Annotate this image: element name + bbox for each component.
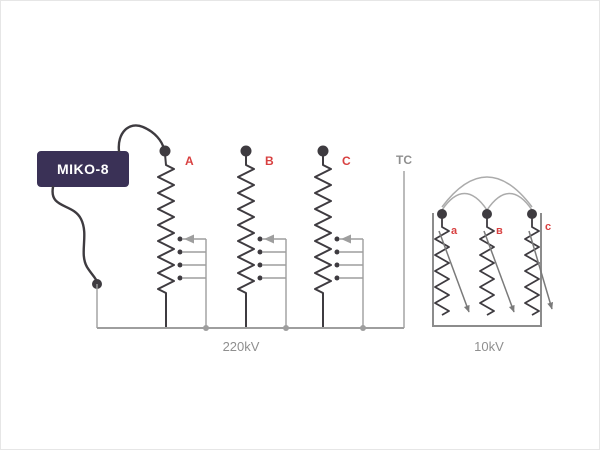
tap-dot [177,249,183,255]
terminal-c-dot [317,145,329,157]
measurement-cable-to-phase-a [117,124,166,153]
tap-dot [177,236,183,242]
terminal-a-dot [159,145,171,157]
probe-arrow-a [438,230,470,313]
coil-phase-a [157,153,175,328]
connection-arc-b-c [486,192,533,211]
bus-junction-dot [283,325,289,331]
lv-phase-c-label: c [545,221,551,233]
tap-dot [257,275,263,281]
lv-phase-a-label: a [451,225,458,237]
bus-junction-dot [203,325,209,331]
phase-c-label: C [342,154,351,168]
tap-dot [177,262,183,268]
tap-selector-b [257,234,287,328]
lv-phase-b-label: в [496,225,503,237]
lv-terminal-a-dot [437,209,447,219]
miko8-device-box [37,151,129,187]
lv-winding-c [524,217,540,316]
probe-arrow-b [483,230,515,313]
miko8-device-label: MIKO-8 [57,161,109,177]
lv-winding-a [434,217,450,316]
probe-arrow-c [528,230,554,310]
tap-dot [257,236,263,242]
coil-phase-b [237,154,255,328]
tap-arrow-icon [341,234,351,244]
measurement-cable-to-ground [51,185,99,284]
tap-dot [334,236,340,242]
tap-arrow-icon [184,234,194,244]
transformer-tc-label: TC [396,153,412,167]
tap-selector-c [334,234,364,328]
terminal-b-dot [240,145,252,157]
transformer: TC a в c 10kV [396,153,554,354]
miko8-device: MIKO-8 [37,151,129,187]
tap-dot [177,275,183,281]
hv-voltage-label: 220kV [223,339,260,354]
tap-arrow-icon [264,234,274,244]
lv-voltage-label: 10kV [474,339,504,354]
connection-arc-a-c [441,176,533,208]
tap-dot [334,275,340,281]
tap-dot [334,249,340,255]
lv-terminal-b-dot [482,209,492,219]
phase-b-label: B [265,154,274,168]
transformer-tank [432,213,542,327]
tap-dot [257,262,263,268]
lv-winding-b [479,217,495,316]
connection-arc-a-b [441,192,488,211]
hv-windings: A B C [157,145,351,328]
tap-dot [257,249,263,255]
tap-selector-a [177,234,207,328]
coil-phase-c [314,154,332,328]
phase-a-label: A [185,154,194,168]
lv-terminal-c-dot [527,209,537,219]
bus-junction-dot [360,325,366,331]
tap-dot [334,262,340,268]
